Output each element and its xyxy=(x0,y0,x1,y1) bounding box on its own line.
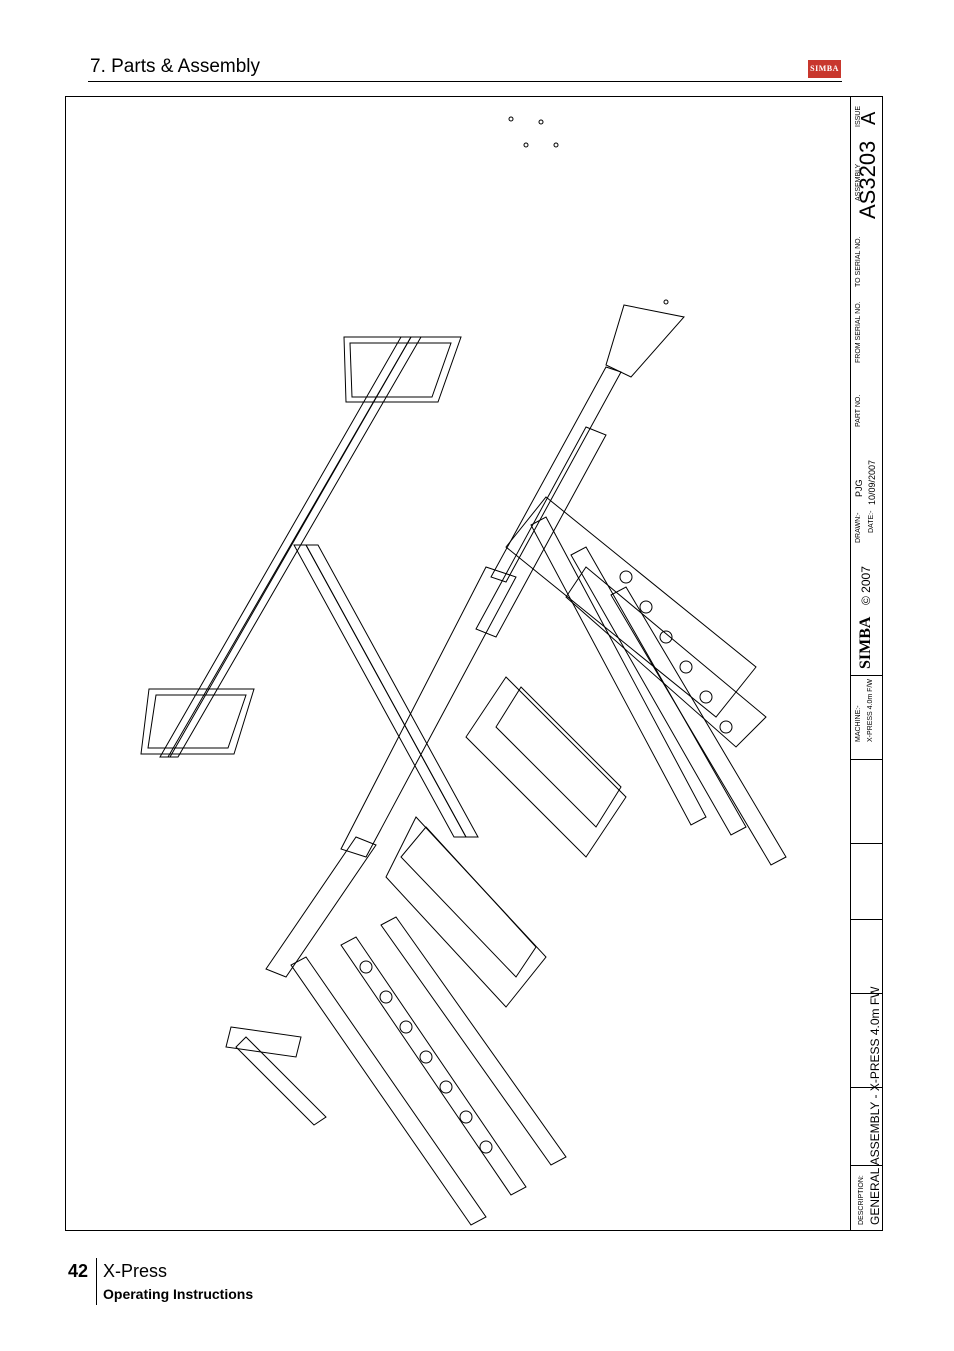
date-value: 10/09/2007 xyxy=(867,459,877,505)
description-label: DESCRIPTION: xyxy=(858,1175,865,1225)
title-divider xyxy=(851,675,883,676)
title-divider xyxy=(851,1087,883,1088)
title-strip: DESCRIPTION: GENERAL ASSEMBLY - X-PRESS … xyxy=(850,97,883,1230)
machine-value: X-PRESS 4.0m F/W xyxy=(867,678,874,742)
part-no-label: PART NO. xyxy=(855,394,862,427)
drawn-label: DRAWN:- xyxy=(855,512,862,543)
simba-title-logo: SIMBA xyxy=(857,616,874,669)
manual-subtitle: Operating Instructions xyxy=(103,1286,254,1302)
machine-label: MACHINE:- xyxy=(855,705,862,742)
drawing-frame: DESCRIPTION: GENERAL ASSEMBLY - X-PRESS … xyxy=(65,96,883,1231)
footer-divider xyxy=(96,1258,97,1305)
title-divider xyxy=(851,759,883,760)
tine-bar-upper xyxy=(530,516,787,866)
title-divider xyxy=(851,1165,883,1166)
tine-brackets xyxy=(359,570,733,1154)
title-divider xyxy=(851,993,883,994)
tine-bar-lower xyxy=(290,916,567,1226)
title-divider xyxy=(851,843,883,844)
simba-logo: SIMBA xyxy=(808,60,841,78)
from-serial-label: FROM SERIAL NO. xyxy=(855,301,862,363)
assembly-drawing xyxy=(140,116,787,1226)
title-divider xyxy=(851,919,883,920)
to-serial-label: TO SERIAL NO. xyxy=(855,236,862,287)
issue-value: A xyxy=(858,111,880,125)
drawn-value: PJG xyxy=(854,479,864,497)
right-arm xyxy=(265,366,622,978)
section-title: 7. Parts & Assembly xyxy=(90,56,261,77)
link-arm-lower xyxy=(225,1026,327,1126)
date-label: DATE:- xyxy=(868,510,875,533)
upper-beam xyxy=(159,336,422,758)
right-upper-plate xyxy=(605,304,685,378)
header-rule xyxy=(88,81,842,82)
main-frame xyxy=(385,496,767,1008)
product-name: X-Press xyxy=(103,1261,168,1281)
copyright: © 2007 xyxy=(859,566,873,605)
description-value: GENERAL ASSEMBLY - X-PRESS 4.0m FW xyxy=(868,986,882,1225)
fixings xyxy=(508,116,669,305)
page-number: 42 xyxy=(68,1261,89,1281)
assembly-value: AS3203 xyxy=(855,140,880,219)
left-lower-plate xyxy=(140,688,255,755)
cross-beam xyxy=(293,544,479,838)
